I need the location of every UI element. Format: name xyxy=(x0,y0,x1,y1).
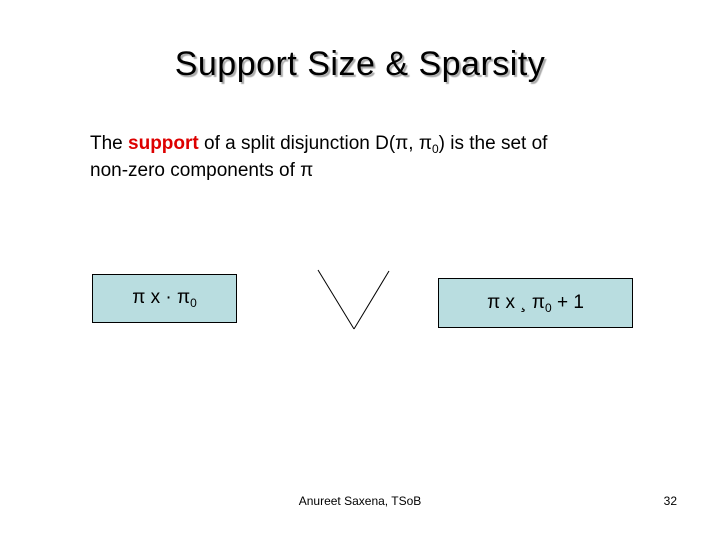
page-number: 32 xyxy=(663,494,677,508)
formula-left-subscript: 0 xyxy=(190,296,197,310)
formula-box-left: π x · π0 xyxy=(92,274,237,323)
formula-right-subscript: 0 xyxy=(544,300,552,315)
formula-left-text: π x · π0 xyxy=(132,287,197,310)
footer-credit: Anureet Saxena, TSoB xyxy=(298,494,422,508)
body-line-1: The support of a split disjunction D(π, … xyxy=(90,133,690,160)
formula-box-right: π x ¸ π0 + 1 xyxy=(438,278,633,328)
body-text: The support of a split disjunction D(π, … xyxy=(90,133,690,182)
disjunction-v-icon xyxy=(317,269,390,330)
formula-right-tail: + 1 xyxy=(551,291,584,313)
pi-subscript: 0 xyxy=(431,142,439,156)
body-line1-pre: The xyxy=(90,133,129,154)
slide-title: Support Size & Sparsity xyxy=(174,45,546,83)
formula-right-text: π x ¸ π0 + 1 xyxy=(487,292,584,315)
formula-left-main: π x · π xyxy=(132,287,191,308)
support-highlight: support xyxy=(128,133,199,154)
body-line1-post: ) is the set of xyxy=(438,133,548,154)
formula-right-main: π x ¸ π xyxy=(487,291,545,313)
body-line-2: non-zero components of π xyxy=(90,160,314,181)
body-line1-mid: of a split disjunction D(π, π xyxy=(198,133,432,154)
